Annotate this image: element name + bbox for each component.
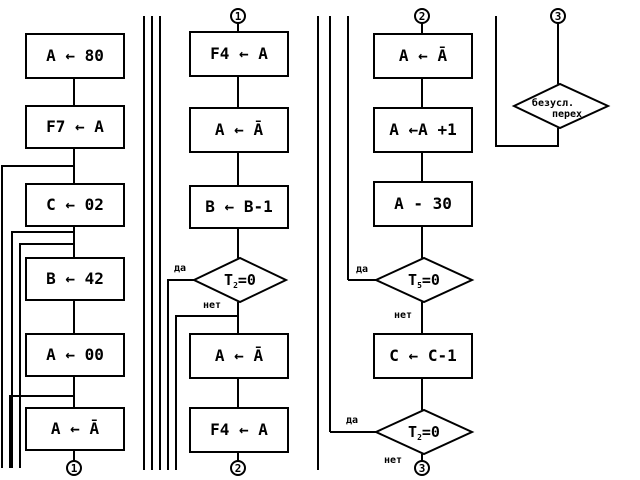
label-no: нет	[203, 300, 221, 311]
block-b-decrement: B ← B-1	[205, 197, 272, 216]
block-a-compare-30: A - 30	[394, 194, 452, 213]
block-a-load-00: A ← 00	[46, 345, 104, 364]
column-separator-1	[143, 16, 161, 470]
block-a-invert: A ← Ā	[215, 345, 264, 365]
decision-t2-zero: T2=0	[224, 271, 256, 290]
connector-1-in: 1	[235, 10, 242, 23]
block-a-invert: A ← Ā	[399, 45, 448, 65]
block-f7-store: F7 ← A	[46, 117, 104, 136]
decision-unconditional-jump-line2: перех	[552, 109, 582, 120]
block-c-load-02: C ← 02	[46, 195, 104, 214]
label-yes: да	[356, 264, 368, 275]
block-b-load-42: B ← 42	[46, 269, 104, 288]
connector-3-out: 3	[419, 462, 426, 475]
label-no: нет	[394, 310, 412, 321]
label-yes: да	[346, 415, 358, 426]
block-a-invert: A ← Ā	[51, 418, 100, 438]
column-separator-2	[317, 16, 349, 470]
block-f4-store: F4 ← A	[210, 44, 268, 63]
decision-t5-zero: T5=0	[408, 271, 440, 290]
block-f4-store: F4 ← A	[210, 420, 268, 439]
label-no: нет	[384, 455, 402, 466]
column-3: 2 A ← Ā A ←A +1 A - 30 T5=0 да нет C ← C…	[330, 8, 475, 476]
block-a-invert: A ← Ā	[215, 119, 264, 139]
column-2: 1 F4 ← A A ← Ā B ← B-1 T2=0 да нет A ← Ā…	[167, 8, 289, 476]
connector-1-out: 1	[71, 462, 78, 475]
column-1: A ← 80 F7 ← A C ← 02 B ← 42 A ← 00 A ← Ā…	[1, 33, 125, 476]
block-a-increment: A ←A +1	[389, 120, 456, 139]
block-a-load-80: A ← 80	[46, 46, 104, 65]
connector-3-in: 3	[555, 10, 562, 23]
decision-unconditional-jump: безусл.	[532, 97, 574, 109]
block-c-decrement: C ← C-1	[389, 346, 456, 365]
column-4: 3 безусл. перех	[495, 8, 611, 147]
connector-2-in: 2	[419, 10, 426, 23]
label-yes: да	[174, 263, 186, 274]
decision-t2-zero: T2=0	[408, 423, 440, 442]
connector-2-out: 2	[235, 462, 242, 475]
